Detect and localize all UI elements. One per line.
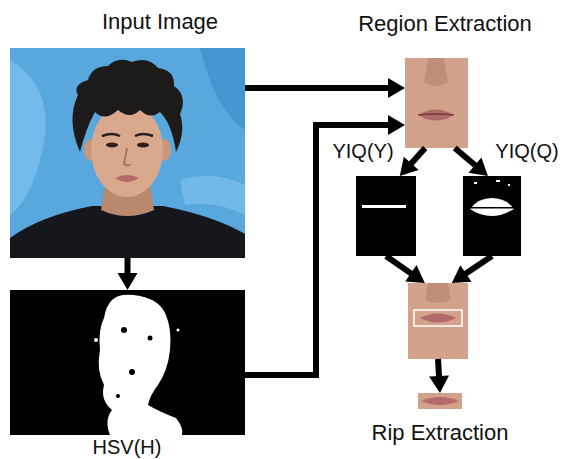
skin [418, 393, 462, 409]
arrow-head [405, 265, 425, 283]
image-title: Rip Extraction [372, 420, 509, 445]
hair [72, 60, 182, 152]
merged-crop [408, 283, 468, 359]
arrow-line [455, 148, 476, 166]
hsv-image [10, 290, 245, 435]
y-channel-image [356, 176, 416, 256]
flow-arrow [429, 359, 449, 393]
arrow-head [388, 115, 405, 135]
skin [408, 283, 468, 359]
mask-hole [116, 394, 120, 398]
lip-line [418, 114, 454, 115]
speck [496, 180, 500, 182]
image-node: Input Image [10, 48, 245, 258]
eye [137, 143, 149, 148]
arrow-head [468, 157, 487, 176]
arrow-line [245, 85, 389, 91]
background-fold [10, 60, 46, 215]
lips [421, 397, 459, 405]
mask-gap [468, 207, 516, 209]
mask-speck [94, 338, 98, 342]
arrow-line [465, 256, 492, 274]
flow-arrow [386, 256, 425, 283]
black-ground [10, 290, 245, 435]
eyebrow [135, 134, 153, 136]
arrow-line [438, 359, 439, 377]
mask-speck [177, 329, 180, 332]
arrow-line [245, 125, 389, 375]
photo-background [10, 48, 245, 258]
flow-arrow [245, 78, 405, 98]
arrow-head [429, 375, 449, 393]
background-fold [200, 48, 245, 130]
mouth [115, 175, 139, 182]
background-fold [180, 176, 245, 215]
input-photo [10, 48, 245, 258]
eye [106, 143, 118, 148]
mask-hole [148, 336, 153, 341]
eyebrow [102, 134, 120, 136]
flow-arrow [400, 148, 425, 176]
q-channel-image [463, 176, 521, 256]
nose [425, 283, 451, 303]
arrow-line [411, 148, 426, 164]
image-node [408, 283, 468, 359]
black-ground [463, 176, 521, 256]
flow-arrow [245, 115, 405, 375]
nose [124, 148, 131, 166]
image-title: HSV(H) [93, 436, 162, 459]
flow-arrow [455, 148, 488, 176]
skin-mask [99, 295, 183, 435]
mask-hole [121, 327, 127, 333]
speck [508, 184, 510, 186]
face [91, 103, 163, 197]
nose [424, 58, 448, 86]
image-title: YIQ(Y) [332, 140, 393, 163]
image-title: YIQ(Q) [495, 140, 558, 163]
lip-box [414, 310, 462, 326]
lips [420, 314, 456, 323]
image-node: HSV(H) [10, 290, 245, 435]
region-crop [405, 58, 468, 148]
arrow-head [118, 273, 138, 290]
speck [474, 182, 477, 184]
mask-hole [129, 369, 135, 375]
skin [405, 58, 468, 148]
image-title: Region Extraction [358, 11, 532, 36]
lip-crop [418, 393, 462, 409]
arrow-head [452, 265, 472, 283]
image-node: YIQ(Y) [356, 176, 416, 256]
black-ground [356, 176, 416, 256]
arrow-head [400, 157, 419, 176]
image-node: YIQ(Q) [463, 176, 521, 256]
flow-arrow [118, 258, 138, 290]
image-node: Rip Extraction [418, 393, 462, 409]
lip-line-mask [362, 205, 406, 208]
image-node: Region Extraction [405, 58, 468, 148]
arrow-line [386, 256, 412, 274]
arrow-line [125, 258, 131, 274]
flow-arrow [452, 256, 492, 283]
arrow-head [388, 78, 405, 98]
image-title: Input Image [102, 9, 218, 34]
lips [418, 110, 454, 121]
